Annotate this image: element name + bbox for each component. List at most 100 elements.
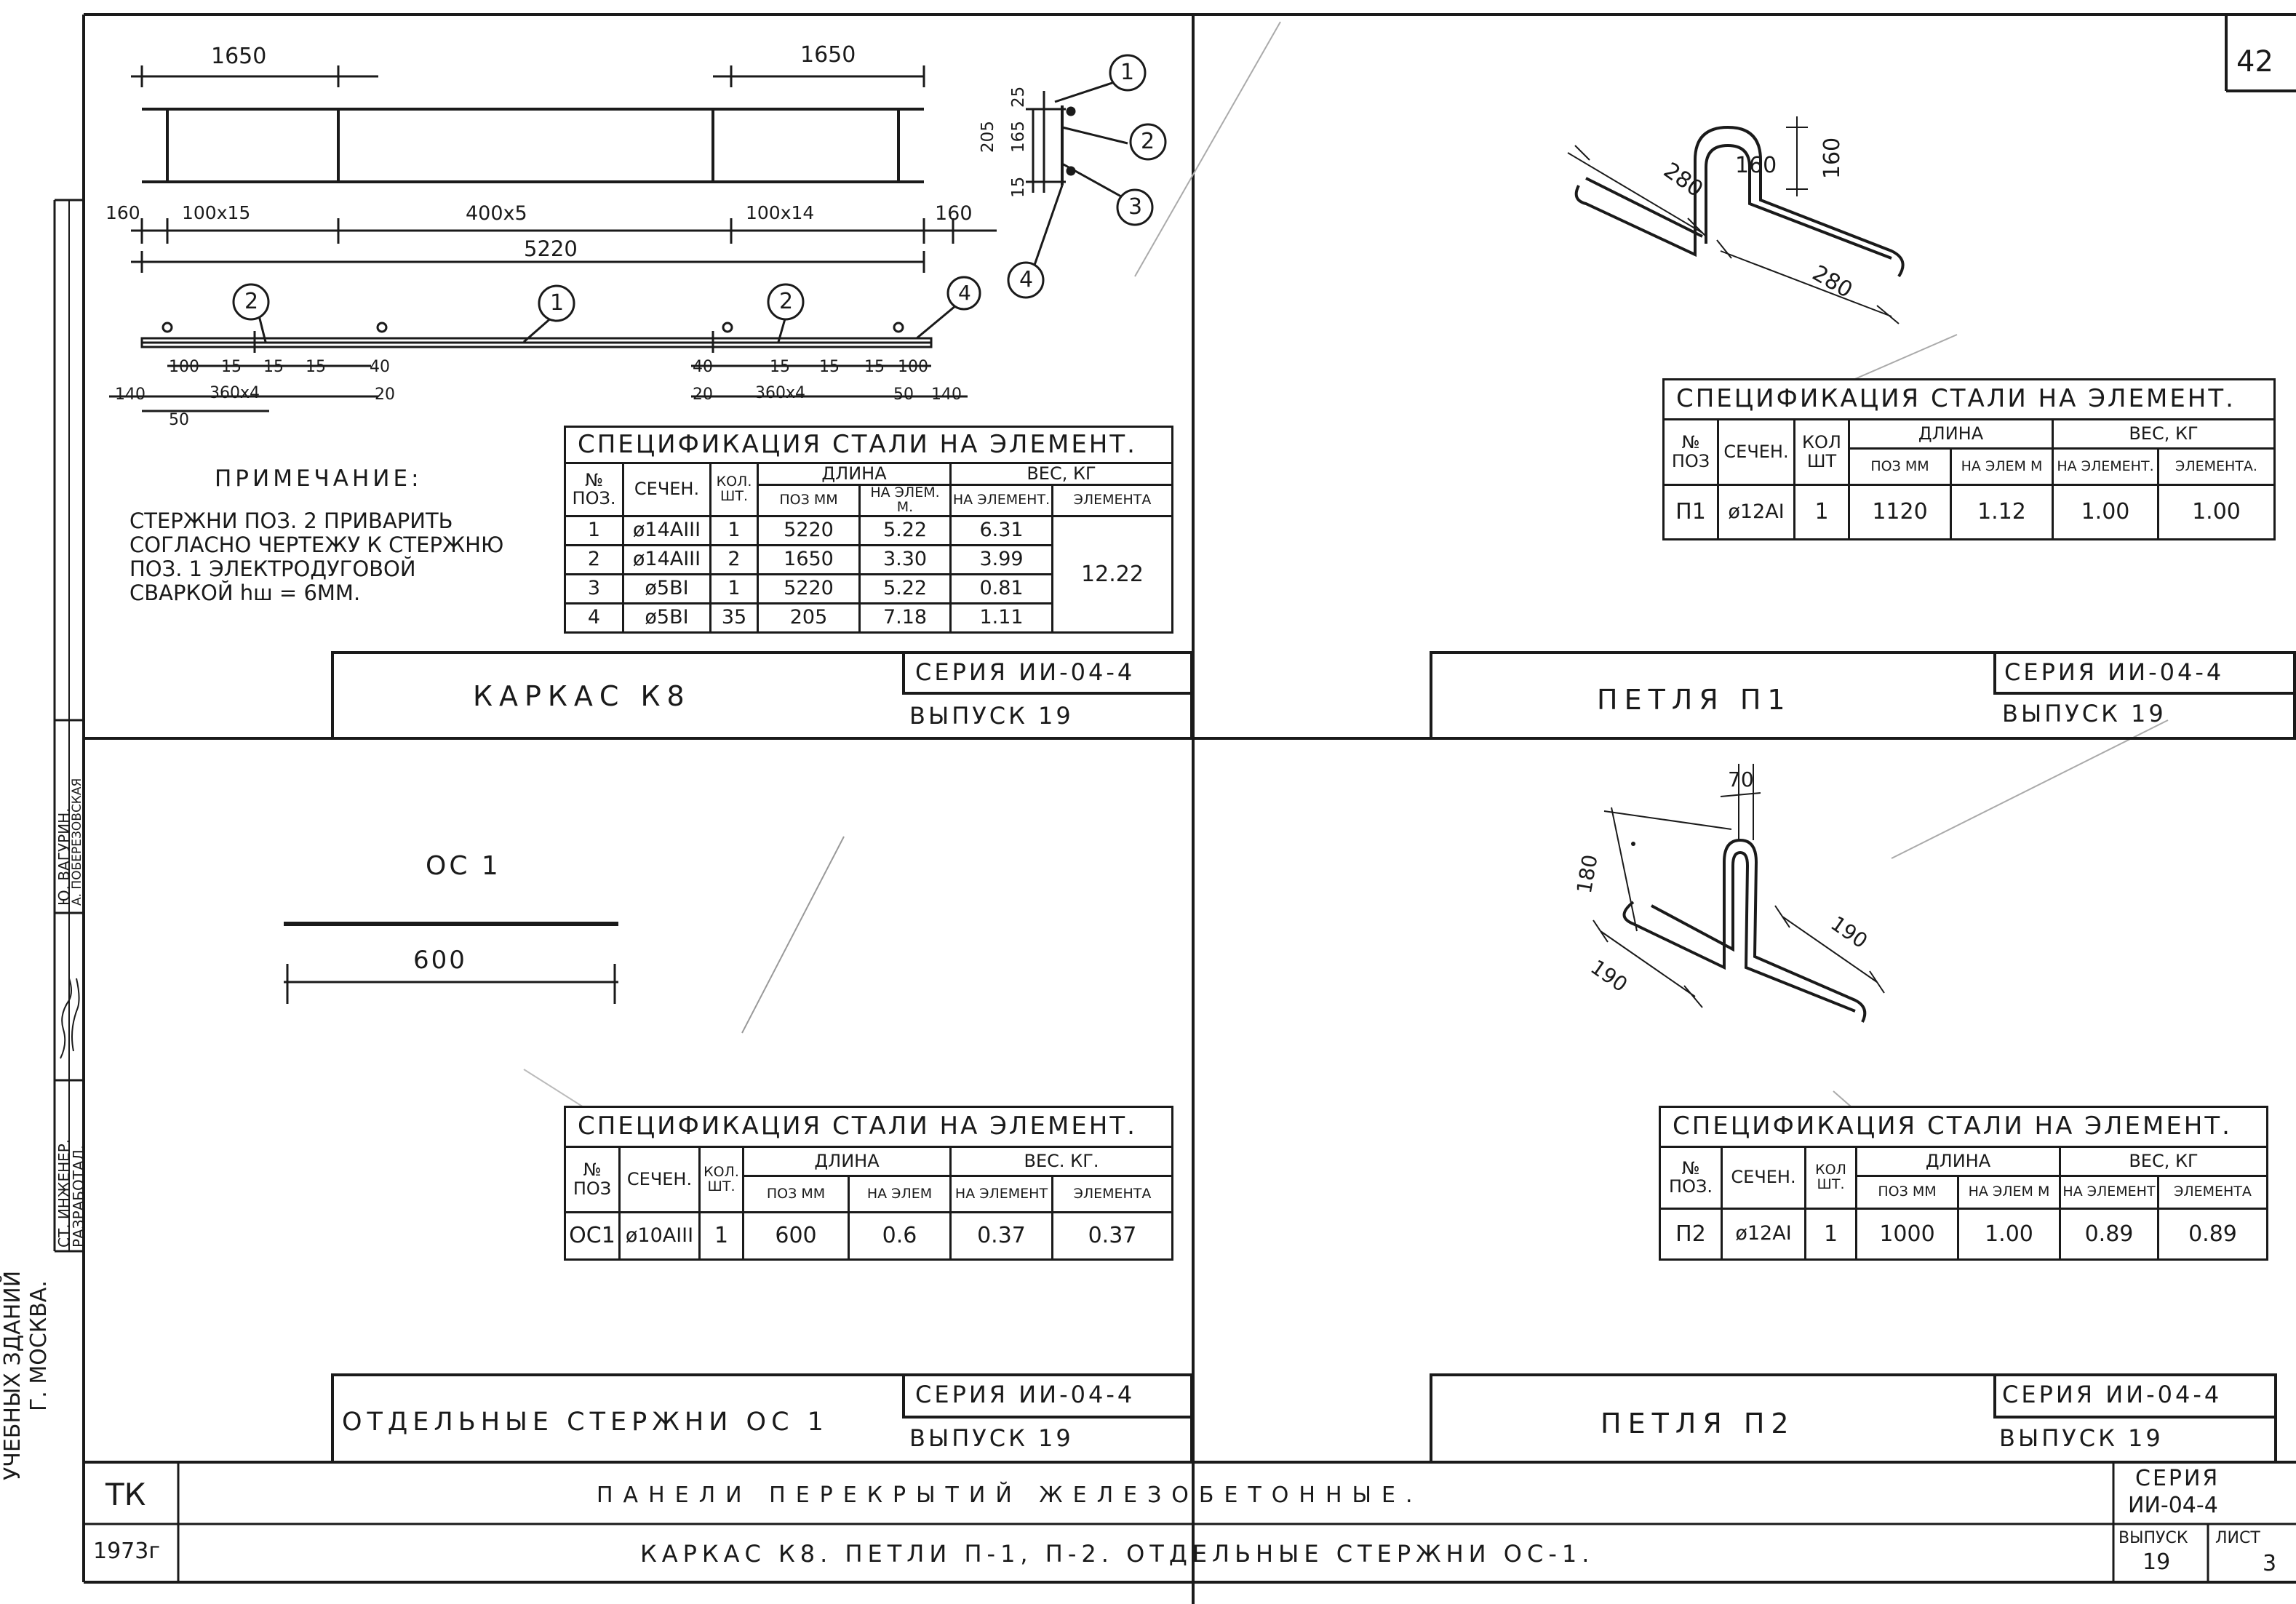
p1-row-len: 1120 (1848, 484, 1952, 540)
k8-spec-total: 12.22 (1051, 514, 1173, 634)
p2-spec-h-section: СЕЧЕН. (1721, 1146, 1806, 1210)
p2-spec-h-weight: ВЕС, КГ (2059, 1146, 2268, 1177)
k8-note-text: СТЕРЖНИ ПОЗ. 2 ПРИВАРИТЬ СОГЛАСНО ЧЕРТЕЖ… (129, 508, 504, 605)
oc1-title-divider (902, 1373, 1193, 1419)
p1-spec-h-length: ДЛИНА (1848, 418, 2054, 450)
p2-title-divider (1993, 1373, 2277, 1419)
p2-issue: ВЫПУСК 19 (1999, 1424, 2164, 1452)
p1-title: ПЕТЛЯ П1 (1597, 684, 1792, 716)
p2-drawing (1593, 764, 1885, 1023)
p1-spec-h-weight: ВЕС, КГ (2052, 418, 2276, 450)
k8-r1-sec: ø14AIII (622, 514, 711, 546)
k8-r2-len-el: 3.30 (858, 543, 952, 575)
oc1-row-total: 0.37 (1051, 1211, 1173, 1261)
oc1-spec-caption: СПЕЦИФИКАЦИЯ СТАЛИ НА ЭЛЕМЕНТ. (564, 1106, 1173, 1148)
k8-bdim-l50: 50 (169, 411, 189, 429)
k8-bdim-l140: 140 (115, 386, 146, 404)
k8-r3-no: 3 (564, 572, 624, 605)
k8-callout-b2b: 2 (779, 289, 794, 314)
p1-row-w: 1.00 (2052, 484, 2159, 540)
oc1-label: ОС 1 (426, 851, 501, 881)
k8-issue: ВЫПУСК 19 (909, 702, 1074, 730)
p2-spec-h-length: ДЛИНА (1855, 1146, 2061, 1177)
footer-line2: КАРКАС К8. ПЕТЛИ П-1, П-2. ОТДЕЛЬНЫЕ СТЕ… (640, 1540, 1595, 1568)
p2-spec-h-per-el: НА ЭЛЕМ М (1957, 1175, 2061, 1210)
p2-dim-a: 70 (1728, 767, 1754, 791)
k8-r4-w: 1.11 (949, 602, 1053, 634)
p1-spec-h-no: № ПОЗ (1662, 418, 1719, 486)
k8-dim-seg2: 400x5 (466, 202, 527, 225)
p1-row-len-el: 1.12 (1950, 484, 2054, 540)
stamp-signatures (60, 978, 80, 1059)
p1-row-no: П1 (1662, 484, 1719, 540)
p2-spec-h-qty: КОЛ ШТ. (1804, 1146, 1857, 1210)
p2-row-total: 0.89 (2157, 1208, 2268, 1261)
k8-r2-len: 1650 (757, 543, 861, 575)
p1-row-qty: 1 (1793, 484, 1850, 540)
k8-spec-h-element: ЭЛЕМЕНТА (1051, 484, 1173, 517)
footer-line1: ПАНЕЛИ ПЕРЕКРЫТИЙ ЖЕЛЕЗОБЕТОННЫЕ. (597, 1483, 1423, 1508)
k8-dim-right: 1650 (800, 42, 856, 68)
p1-title-divider (1993, 651, 2296, 695)
p1-title-block (1430, 651, 2296, 740)
k8-spec-h-per-el: НА ЭЛЕМ. М. (858, 484, 952, 517)
k8-dim-left-end: 160 (105, 202, 140, 223)
k8-bdim-r360: 360x4 (755, 384, 806, 402)
k8-spec-h-length: ДЛИНА (757, 462, 952, 486)
p2-row-len-el: 1.00 (1957, 1208, 2061, 1261)
k8-bdim-r15a: 15 (770, 358, 790, 376)
k8-dim-right-end: 160 (935, 202, 973, 225)
k8-r1-no: 1 (564, 514, 624, 546)
k8-spec-h-pos-mm: ПОЗ ММ (757, 484, 861, 517)
footer-sheet-label: ЛИСТ (2215, 1529, 2260, 1547)
footer-series-label: СЕРИЯ (2135, 1466, 2220, 1491)
k8-r4-len-el: 7.18 (858, 602, 952, 634)
oc1-row-sec: ø10AIII (618, 1211, 701, 1261)
k8-series: СЕРИЯ ИИ-04-4 (915, 658, 1136, 686)
k8-bdim-r50: 50 (893, 386, 914, 404)
p2-spec-h-na-el: НА ЭЛЕМЕНТ (2059, 1175, 2159, 1210)
k8-bdim-r140: 140 (931, 386, 962, 404)
p2-title-block (1430, 1373, 2277, 1464)
k8-spec-table: СПЕЦИФИКАЦИЯ СТАЛИ НА ЭЛЕМЕНТ. № ПОЗ. СЕ… (564, 426, 1173, 634)
oc1-issue: ВЫПУСК 19 (909, 1424, 1074, 1452)
oc1-spec-table: СПЕЦИФИКАЦИЯ СТАЛИ НА ЭЛЕМЕНТ. № ПОЗ СЕЧ… (564, 1106, 1173, 1261)
k8-r2-w: 3.99 (949, 543, 1053, 575)
k8-callout-b1: 1 (550, 290, 565, 316)
stamp-name2: А. ПОБЕРЕЗОВСКАЯ (70, 778, 84, 906)
p1-spec-h-per-el: НА ЭЛЕМ М (1950, 447, 2054, 486)
footer-sheet: 3 (2263, 1551, 2277, 1576)
oc1-dim: 600 (413, 946, 467, 975)
oc1-spec-h-pos-mm: ПОЗ ММ (742, 1175, 850, 1213)
k8-r1-w: 6.31 (949, 514, 1053, 546)
p2-spec-table: СПЕЦИФИКАЦИЯ СТАЛИ НА ЭЛЕМЕНТ. № ПОЗ. СЕ… (1659, 1106, 2268, 1261)
p1-spec-h-section: СЕЧЕН. (1717, 418, 1795, 486)
k8-bdim-r20: 20 (693, 386, 713, 404)
k8-title: КАРКАС К8 (473, 680, 691, 712)
k8-dim-left: 1650 (211, 44, 267, 69)
footer-tk: ТК (105, 1477, 146, 1512)
k8-spec-h-no: № ПОЗ. (564, 462, 624, 517)
k8-r3-len-el: 5.22 (858, 572, 952, 605)
k8-bdim-l20: 20 (375, 386, 395, 404)
k8-r3-len: 5220 (757, 572, 861, 605)
k8-bdim-r100: 100 (898, 358, 928, 376)
k8-callout-1: 1 (1120, 60, 1135, 85)
k8-spec-h-section: СЕЧЕН. (622, 462, 711, 517)
oc1-spec-h-element: ЭЛЕМЕНТА (1051, 1175, 1173, 1213)
p1-spec-h-na-el: НА ЭЛЕМЕНТ. (2052, 447, 2159, 486)
p1-issue: ВЫПУСК 19 (2002, 700, 2167, 727)
k8-spec-caption: СПЕЦИФИКАЦИЯ СТАЛИ НА ЭЛЕМЕНТ. (564, 426, 1173, 464)
k8-bdim-l15a: 15 (221, 358, 242, 376)
k8-r2-no: 2 (564, 543, 624, 575)
oc1-title: ОТДЕЛЬНЫЕ СТЕРЖНИ ОС 1 (342, 1408, 829, 1437)
k8-note-title: ПРИМЕЧАНИЕ: (215, 466, 423, 492)
oc1-spec-h-no: № ПОЗ (564, 1146, 621, 1213)
oc1-spec-h-per-el: НА ЭЛЕМ (848, 1175, 952, 1213)
p2-spec-caption: СПЕЦИФИКАЦИЯ СТАЛИ НА ЭЛЕМЕНТ. (1659, 1106, 2268, 1148)
k8-r4-sec: ø5BI (622, 602, 711, 634)
k8-callout-b4: 4 (958, 281, 971, 305)
p1-series: СЕРИЯ ИИ-04-4 (2004, 658, 2225, 686)
oc1-title-block (331, 1373, 1193, 1464)
k8-r3-qty: 1 (709, 572, 759, 605)
